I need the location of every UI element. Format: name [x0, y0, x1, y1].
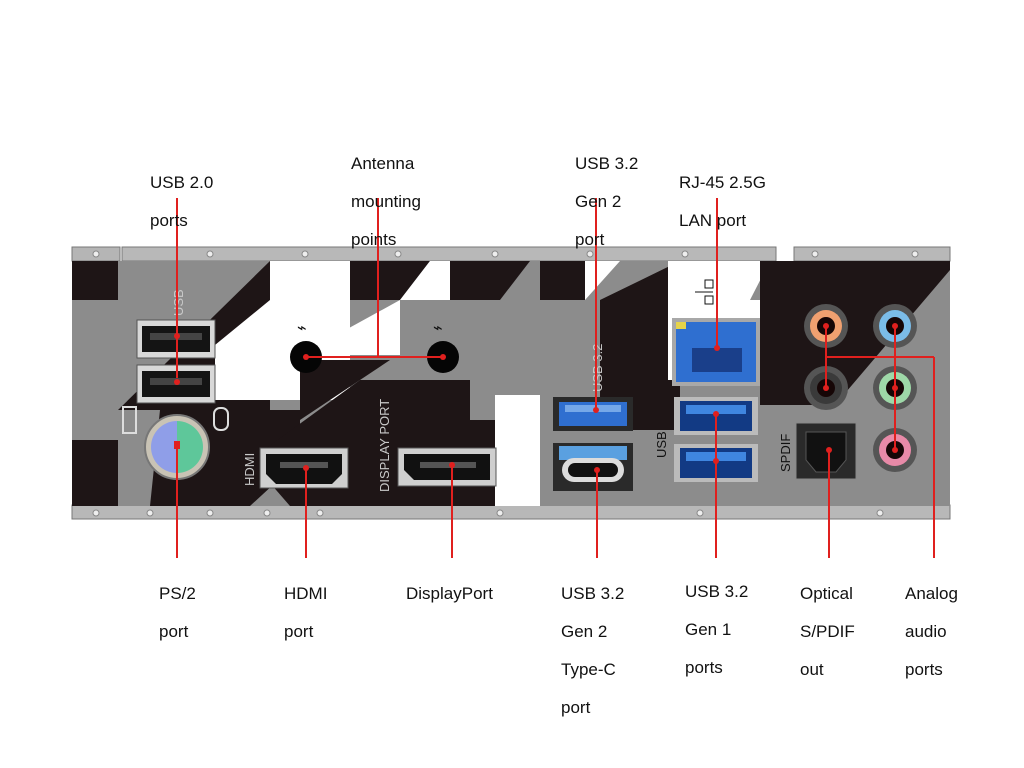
label-antenna-mounting-points: Antenna mounting points: [351, 135, 421, 268]
label-line: USB 3.2: [575, 154, 639, 173]
label-line: S/PDIF: [800, 622, 855, 641]
keyboard-icon: [122, 406, 137, 434]
label-line: Gen 1: [685, 620, 732, 639]
callout-lines: [176, 198, 935, 558]
label-usb32-gen2-port: USB 3.2 Gen 2 port: [575, 135, 638, 268]
label-line: ports: [905, 660, 943, 679]
label-line: Gen 2: [561, 622, 608, 641]
label-line: audio: [905, 622, 947, 641]
mounting-brackets: [71, 246, 951, 520]
label-line: HDMI: [284, 584, 328, 603]
label-ps2-port: PS/2 port: [159, 565, 196, 660]
svg-text:⌁: ⌁: [433, 320, 443, 337]
silk-usb-right: USB: [654, 431, 669, 458]
label-line: Antenna: [351, 154, 415, 173]
label-usb-type-c-port: USB 3.2 Gen 2 Type-C port: [561, 565, 624, 736]
label-line: PS/2: [159, 584, 196, 603]
label-usb32-gen1-ports: USB 3.2 Gen 1 ports: [685, 563, 748, 696]
label-line: RJ-45 2.5G: [679, 173, 766, 192]
label-line: Type-C: [561, 660, 616, 679]
silk-hdmi: HDMI: [242, 453, 257, 486]
displayport-port: [397, 447, 497, 487]
usb32-gen2-port: [553, 397, 633, 431]
label-rj45-lan-port: RJ-45 2.5G LAN port: [679, 154, 766, 249]
label-line: USB 3.2: [561, 584, 625, 603]
label-line: Analog: [905, 584, 958, 603]
callout-dots: [174, 323, 898, 473]
label-hdmi-port: HDMI port: [284, 565, 327, 660]
label-line: Gen 2: [575, 192, 622, 211]
label-line: DisplayPort: [406, 584, 493, 603]
label-line: port: [159, 622, 189, 641]
label-line: out: [800, 660, 824, 679]
label-line: LAN port: [679, 211, 747, 230]
label-usb20-ports: USB 2.0 ports: [150, 154, 213, 249]
label-analog-audio-ports: Analog audio ports: [905, 565, 958, 698]
label-line: port: [284, 622, 314, 641]
silk-display-port: DISPLAY PORT: [377, 399, 392, 492]
label-line: USB 3.2: [685, 582, 749, 601]
label-line: mounting: [351, 192, 421, 211]
label-line: port: [575, 230, 605, 249]
svg-text:⌁: ⌁: [297, 320, 307, 337]
network-icon: [695, 279, 714, 305]
label-line: USB 2.0: [150, 173, 214, 192]
label-line: ports: [685, 658, 723, 677]
mouse-icon: [213, 407, 229, 431]
spdif-port: [795, 422, 857, 480]
silk-usb32: USB 3.2: [590, 344, 605, 392]
label-line: points: [351, 230, 397, 249]
label-displayport: DisplayPort: [406, 565, 493, 622]
label-optical-spdif-out: Optical S/PDIF out: [800, 565, 855, 698]
usb-type-c-port: [553, 443, 633, 491]
silk-usb-left: USB: [171, 289, 186, 316]
silk-spdif: SPDIF: [778, 434, 793, 472]
label-line: ports: [150, 211, 188, 230]
label-line: Optical: [800, 584, 853, 603]
label-line: port: [561, 698, 591, 717]
